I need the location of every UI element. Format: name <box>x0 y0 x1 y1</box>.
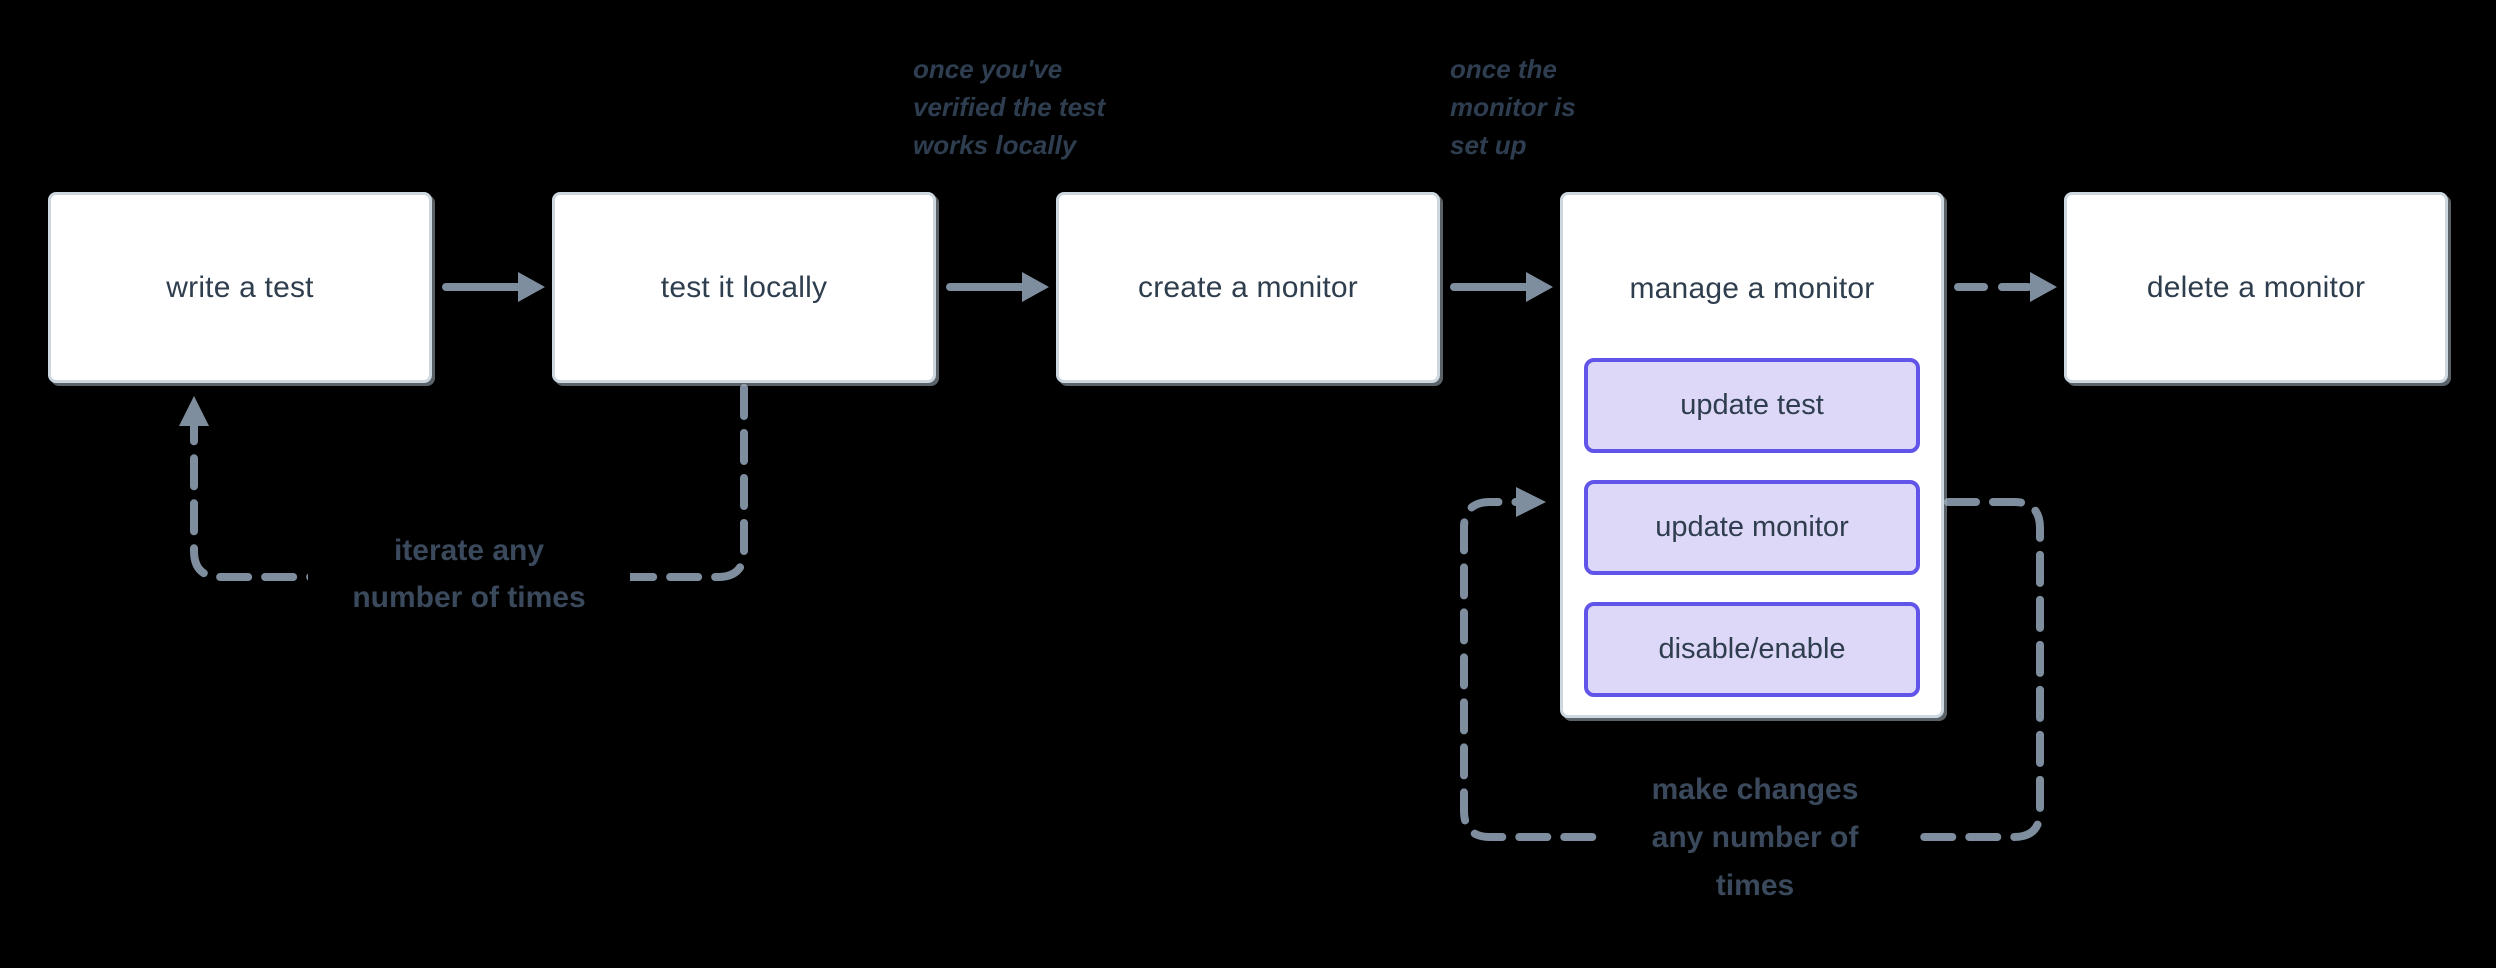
annotation-verified-locally: once you've verified the test works loca… <box>913 50 1105 164</box>
action-label: disable/enable <box>1658 633 1846 665</box>
node-manage-a-monitor: manage a monitor update test update moni… <box>1560 192 1944 718</box>
node-label: create a monitor <box>1138 270 1358 304</box>
annotation-line: once you've <box>913 54 1063 84</box>
loop-label-make-changes: make changes any number of times <box>1597 766 1913 910</box>
loop-label-line: number of times <box>352 581 586 614</box>
loop-label-line: iterate any <box>393 534 545 567</box>
node-label: test it locally <box>660 270 828 304</box>
loop-label-line: any number of <box>1651 821 1859 854</box>
annotation-line: works locally <box>913 130 1077 160</box>
annotation-line: verified the test <box>913 92 1106 122</box>
arrow-write-to-test <box>442 272 545 302</box>
annotation-line: once the <box>1450 54 1557 84</box>
annotation-line: set up <box>1450 130 1527 160</box>
loop-label-iterate: iterate any number of times <box>308 527 630 621</box>
loop-label-line: make changes <box>1651 773 1859 806</box>
action-label: update monitor <box>1655 511 1849 543</box>
arrow-create-to-manage <box>1450 272 1553 302</box>
node-test-it-locally: test it locally <box>552 192 936 383</box>
node-label: delete a monitor <box>2146 270 2366 304</box>
node-label: manage a monitor <box>1629 271 1875 305</box>
action-disable-enable: disable/enable <box>1584 602 1920 697</box>
annotation-monitor-setup: once the monitor is set up <box>1450 50 1576 164</box>
loop-label-line: times <box>1715 869 1795 902</box>
action-update-test: update test <box>1584 358 1920 453</box>
action-update-monitor: update monitor <box>1584 480 1920 575</box>
action-label: update test <box>1680 389 1824 421</box>
arrow-test-to-create <box>946 272 1049 302</box>
arrow-manage-to-delete <box>1954 272 2057 302</box>
node-write-a-test: write a test <box>48 192 432 383</box>
node-label: write a test <box>166 270 314 304</box>
node-create-a-monitor: create a monitor <box>1056 192 1440 383</box>
node-delete-a-monitor: delete a monitor <box>2064 192 2448 383</box>
annotation-line: monitor is <box>1450 92 1576 122</box>
